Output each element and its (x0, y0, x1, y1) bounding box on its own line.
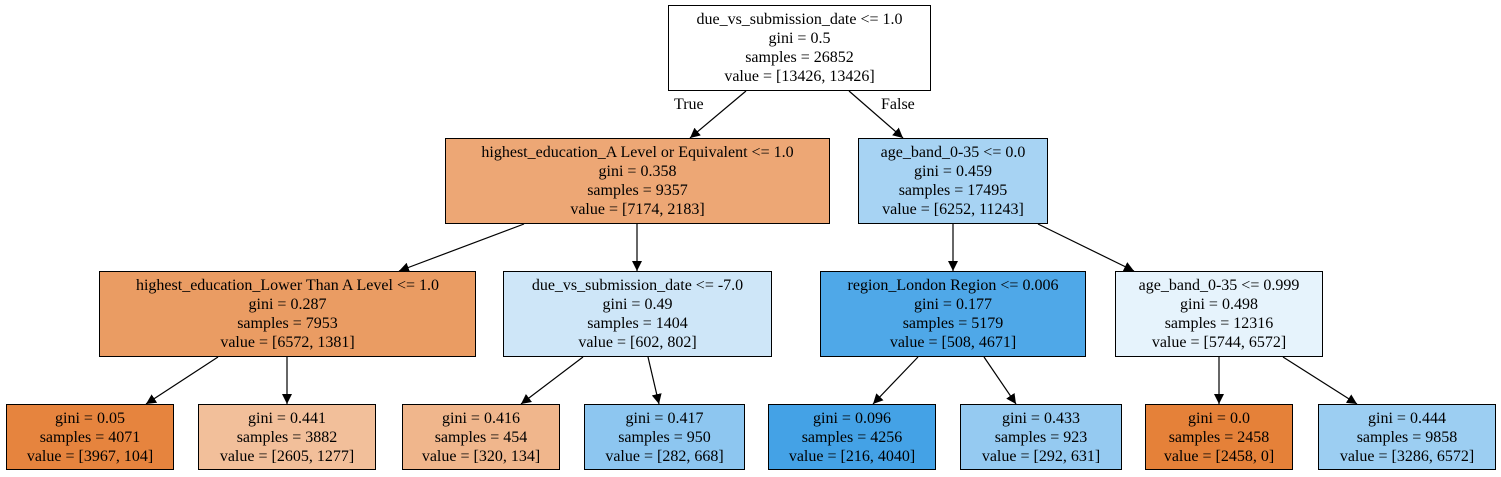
split-node: age_band_0-35 <= 0.999 gini = 0.498 sample… (1115, 271, 1323, 357)
true-edge-label: True (674, 96, 704, 113)
node-text-line: highest_education_A Level or Equivalent … (481, 144, 794, 161)
tree-edge (848, 90, 904, 139)
node-text-line: value = [6572, 1381] (220, 334, 355, 351)
node-text-line: samples = 7953 (237, 315, 338, 332)
tree-edge (1282, 356, 1358, 405)
node-text-line: value = [6252, 11243] (882, 201, 1024, 218)
tree-edge (647, 356, 662, 405)
node-text-line: gini = 0.417 (625, 409, 704, 427)
node-text-line: value = [3286, 6572] (1339, 447, 1475, 465)
tree-edge (520, 356, 584, 405)
node-text-line: value = [320, 134] (421, 447, 541, 465)
node-text-line: due_vs_submission_date <= -7.0 (531, 277, 744, 294)
node-text-line: gini = 0.0 (1188, 409, 1250, 427)
node-text-line: samples = 2458 (1168, 428, 1270, 446)
node-text-line: value = [13426, 13426] (724, 68, 875, 85)
node-text-line: gini = 0.5 (768, 30, 831, 47)
node-text-line: value = [7174, 2183] (570, 201, 705, 218)
node-text-line: samples = 923 (994, 428, 1088, 446)
node-text-line: value = [2605, 1277] (219, 447, 355, 465)
split-node: highest_education_A Level or Equivalent … (445, 138, 830, 224)
node-text-line: samples = 5179 (902, 315, 1004, 332)
node-text-line: samples = 1404 (587, 315, 688, 332)
split-node: due_vs_submission_date <= 1.0 gini = 0.5 s… (668, 5, 931, 91)
node-text-line: samples = 12316 (1164, 315, 1274, 332)
node-text-line: samples = 4256 (801, 428, 903, 446)
node-text-line: gini = 0.05 (55, 409, 125, 427)
node-text-line: value = [282, 668] (605, 447, 724, 465)
node-text-line: gini = 0.358 (598, 163, 677, 180)
node-text-line: gini = 0.498 (1180, 296, 1258, 313)
node-text-line: samples = 9858 (1356, 428, 1458, 446)
node-text-line: samples = 3882 (236, 428, 338, 446)
node-text-line: age_band_0-35 <= 0.999 (1138, 277, 1300, 294)
node-text-line: gini = 0.287 (248, 296, 327, 313)
tree-edge (983, 356, 1017, 405)
node-text-line: samples = 26852 (745, 49, 854, 66)
tree-edge (689, 90, 747, 139)
split-node: due_vs_submission_date <= -7.0 gini = 0.4… (503, 271, 772, 357)
split-node: highest_education_Lower Than A Level <= … (99, 271, 476, 357)
node-text-line: due_vs_submission_date <= 1.0 (696, 11, 903, 28)
node-text-line: highest_education_Lower Than A Level <= … (135, 277, 439, 294)
node-text-line: gini = 0.49 (602, 296, 673, 313)
node-text-line: samples = 17495 (898, 182, 1008, 199)
node-text-line: gini = 0.177 (914, 296, 992, 313)
node-text-line: samples = 950 (618, 428, 711, 446)
node-text-line: value = [292, 631] (981, 447, 1101, 465)
node-text-line: age_band_0-35 <= 0.0 (880, 144, 1026, 161)
node-text-line: samples = 454 (434, 428, 528, 446)
node-text-line: samples = 4071 (39, 428, 141, 446)
node-text-line: region_London Region <= 0.006 (847, 277, 1059, 294)
node-text-line: gini = 0.416 (442, 409, 520, 427)
node-text-line: gini = 0.459 (914, 163, 992, 180)
split-node: age_band_0-35 <= 0.0 gini = 0.459 samples … (858, 138, 1048, 224)
tree-edge (145, 356, 219, 405)
node-text-line: value = [602, 802] (578, 334, 697, 351)
node-text-line: value = [216, 4040] (788, 447, 916, 465)
node-text-line: gini = 0.433 (1002, 409, 1080, 427)
tree-edge (1037, 223, 1135, 272)
node-text-line: gini = 0.444 (1368, 409, 1446, 427)
node-text-line: value = [5744, 6572] (1151, 334, 1287, 351)
node-text-line: gini = 0.441 (248, 409, 326, 427)
tree-edge (398, 223, 525, 273)
node-text-line: samples = 9357 (587, 182, 688, 199)
node-text-line: value = [508, 4671] (889, 334, 1017, 351)
split-node: region_London Region <= 0.006 gini = 0.17… (820, 271, 1086, 357)
node-text-line: value = [3967, 104] (26, 447, 154, 465)
node-text-line: gini = 0.096 (813, 409, 891, 427)
node-text-line: value = [2458, 0] (1163, 447, 1275, 465)
false-edge-label: False (881, 96, 915, 113)
tree-edge (872, 356, 919, 405)
